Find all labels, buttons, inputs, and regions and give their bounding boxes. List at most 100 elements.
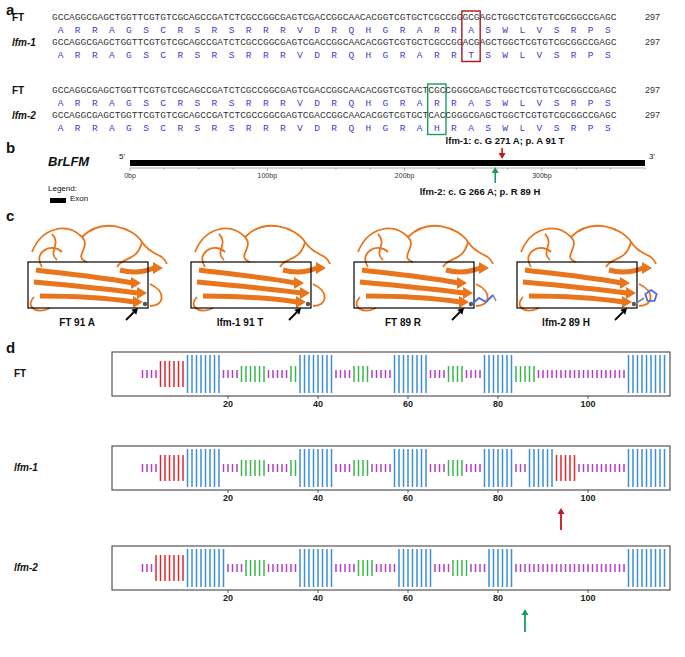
- structure-bar: [245, 366, 247, 382]
- track-frame: [112, 546, 670, 590]
- histidine-side-chain: [635, 298, 644, 304]
- structure-bar: [574, 455, 576, 481]
- protein-loop: [117, 242, 142, 267]
- structure-bar: [443, 564, 445, 572]
- structure-bar: [173, 555, 175, 581]
- protein-loop: [313, 284, 325, 306]
- structure-bar: [650, 449, 652, 487]
- structure-bar: [637, 449, 639, 487]
- structure-bar: [461, 560, 463, 576]
- structure-bar: [664, 449, 666, 487]
- structure-bar: [556, 370, 558, 378]
- structure-bar: [542, 449, 544, 487]
- structure-bar: [641, 549, 643, 587]
- bp-tick: [267, 168, 268, 171]
- structure-bar: [529, 564, 531, 572]
- structure-bar: [511, 355, 513, 393]
- arginine-side-chain: [472, 295, 493, 304]
- axis-tick-label: 100: [580, 494, 595, 503]
- structure-bar: [380, 464, 382, 472]
- protein-loop: [443, 242, 468, 267]
- structure-bar: [466, 560, 468, 576]
- structure-bar: [583, 370, 585, 378]
- structure-bar: [164, 455, 166, 481]
- sequence-name: lfm-2: [12, 111, 36, 121]
- structure-bar: [344, 370, 346, 378]
- structure-bar: [574, 370, 576, 378]
- structure-bar: [601, 464, 603, 472]
- structure-bar: [151, 564, 153, 572]
- structure-bar: [358, 460, 360, 476]
- structure-bar: [560, 370, 562, 378]
- structure-bar: [376, 370, 378, 378]
- structure-bar: [430, 370, 432, 378]
- structure-bar: [214, 549, 216, 587]
- track-tick: [588, 396, 589, 399]
- structure-bar: [457, 560, 459, 576]
- structure-bar: [232, 370, 234, 378]
- legend-swatch: [50, 198, 66, 203]
- structure-label: FT 89 R: [385, 318, 421, 328]
- structure-bar: [560, 455, 562, 481]
- region-box: [28, 262, 148, 308]
- structure-bar: [259, 366, 261, 382]
- structure-bar: [146, 370, 148, 378]
- structure-bar: [407, 549, 409, 587]
- structure-bar: [565, 370, 567, 378]
- track-tick: [228, 590, 229, 593]
- structure-bar: [196, 549, 198, 587]
- dna-sequence: GCCAGGCGAGCTGGTTCGTGTCGCAGCCGATCTCGCCGGC…: [52, 111, 616, 121]
- structure-bar: [628, 549, 630, 587]
- structure-bar: [614, 464, 616, 472]
- structure-bar: [421, 549, 423, 587]
- arrow-shaft: [615, 312, 623, 320]
- structure-bar: [362, 560, 364, 576]
- structure-bar: [529, 366, 531, 382]
- structure-bar: [569, 564, 571, 572]
- structure-bar: [250, 366, 252, 382]
- mutation-arrow: [558, 508, 565, 530]
- structure-bar: [290, 564, 292, 572]
- structure-bar: [281, 370, 283, 378]
- structure-bar: [317, 449, 319, 487]
- structure-bar: [173, 361, 175, 387]
- structure-bar: [416, 449, 418, 487]
- secondary-structure-track: [112, 352, 670, 399]
- structure-bar: [335, 564, 337, 572]
- gene-name: BrLFM: [48, 155, 89, 168]
- structure-bar: [574, 564, 576, 572]
- structure-bar: [182, 361, 184, 387]
- structure-bar: [641, 355, 643, 393]
- structure-bar: [524, 464, 526, 472]
- track-tick: [408, 490, 409, 493]
- structure-bar: [169, 361, 171, 387]
- structure-bar: [421, 449, 423, 487]
- structure-bar: [434, 464, 436, 472]
- structure-bar: [205, 449, 207, 487]
- track-tick: [408, 396, 409, 399]
- protein-loop: [219, 234, 224, 260]
- structure-bar: [619, 370, 621, 378]
- secondary-structure-track: [112, 446, 670, 493]
- structure-bar: [191, 449, 193, 487]
- structure-bar: [322, 355, 324, 393]
- arginine-side-chain: [493, 295, 496, 301]
- sequence-name: lfm-1: [12, 38, 36, 48]
- beta-strand-head: [642, 262, 652, 274]
- structure-bar: [452, 366, 454, 382]
- structure-bar: [236, 464, 238, 472]
- structure-bar: [151, 464, 153, 472]
- arrow-shaft: [452, 312, 460, 320]
- structure-bar: [380, 370, 382, 378]
- structure-bar: [398, 549, 400, 587]
- arrow-shaft: [524, 615, 526, 632]
- secondary-structure-track: [112, 546, 670, 593]
- structure-bar: [142, 564, 144, 572]
- histidine-ring: [645, 290, 656, 301]
- structure-bar: [569, 455, 571, 481]
- structure-bar: [394, 355, 396, 393]
- structure-bar: [439, 464, 441, 472]
- track-name: lfm-2: [14, 563, 38, 573]
- structure-bar: [389, 370, 391, 378]
- structure-bar: [209, 449, 211, 487]
